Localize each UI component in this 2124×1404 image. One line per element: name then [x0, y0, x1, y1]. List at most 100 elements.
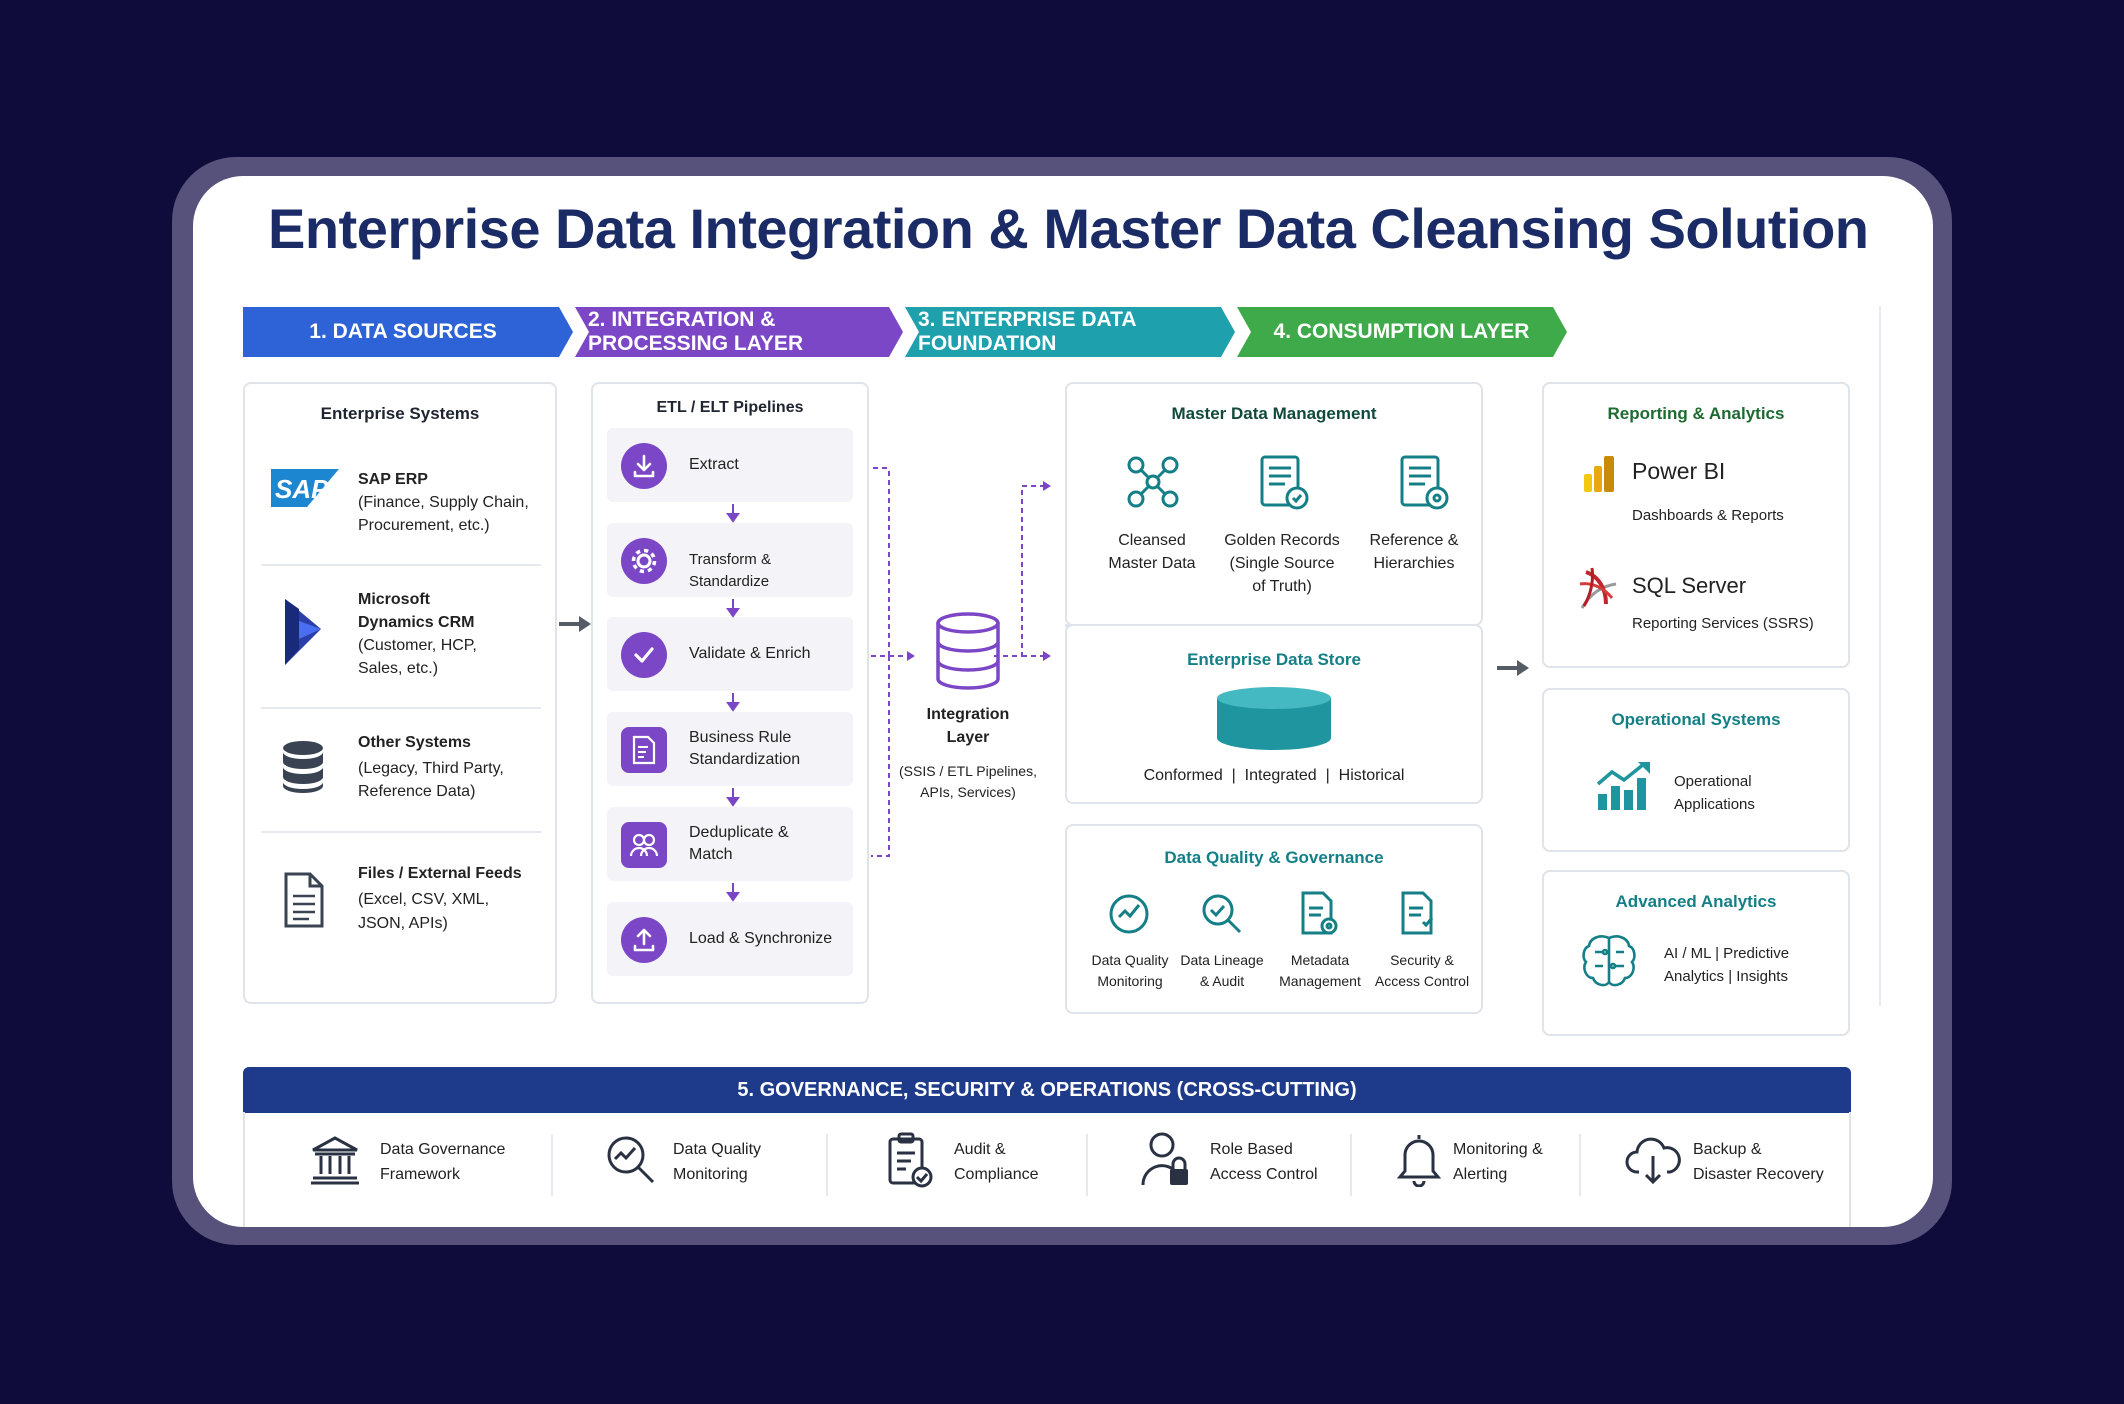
step-label-2: Standardization [689, 751, 801, 768]
master-data-management-panel: Master Data Management Cleansed Master D… [1065, 382, 1483, 626]
clipboard-check-icon [888, 1132, 933, 1188]
dq-heading: Data Quality & Governance [1164, 848, 1384, 867]
step-label-2: Match [689, 846, 733, 863]
step-label-1: Business Rule [689, 729, 792, 746]
step-label: Load & Synchronize [689, 930, 833, 947]
pipeline-step-arrows [726, 504, 740, 902]
advanced-line-1: AI / ML | Predictive [1664, 945, 1790, 962]
hierarchy-document-icon [1400, 455, 1449, 510]
mdm-item-2-line-2: (Single Source [1229, 555, 1335, 572]
dq-item-3-line-2: Management [1279, 973, 1361, 989]
upload-icon [621, 917, 667, 963]
checkmark-icon [621, 632, 667, 678]
mdm-heading: Master Data Management [1171, 404, 1377, 423]
divider [1350, 1134, 1352, 1196]
advanced-line-2: Analytics | Insights [1664, 968, 1788, 985]
banner-consumption: 4. CONSUMPTION LAYER [1273, 320, 1530, 343]
sql-server-icon [1579, 567, 1617, 609]
enterprise-data-store-box: Enterprise Data Store Conformed | Integr… [1065, 624, 1483, 804]
step-label: Validate & Enrich [689, 645, 811, 662]
database-icon [283, 741, 323, 793]
mdm-item-2-line-3: of Truth) [1252, 578, 1312, 595]
search-chart-icon [607, 1136, 655, 1184]
gear-icon [621, 538, 667, 584]
step-load: Load & Synchronize [607, 902, 853, 976]
integration-database-icon [936, 612, 1000, 690]
ai-brain-icon [1582, 935, 1636, 987]
eds-heading: Enterprise Data Store [1187, 650, 1361, 669]
data-store-cylinder-icon [1217, 687, 1331, 750]
layer-banners [243, 307, 1567, 357]
banner-integration-shape [575, 307, 903, 357]
sap-erp-title: SAP ERP [358, 471, 428, 488]
divider [261, 707, 541, 709]
dynamics-desc-1: (Customer, HCP, [358, 637, 477, 654]
operational-line-2: Applications [1674, 796, 1755, 813]
gov-item-1-line-2: Framework [380, 1166, 461, 1183]
integration-layer-title-1: Integration [926, 706, 1010, 723]
gov-item-6-line-2: Disaster Recovery [1693, 1166, 1824, 1183]
etl-pipelines-panel: ETL / ELT Pipelines Extract Transform & … [591, 382, 869, 1004]
banner-integration: 2. INTEGRATION & PROCESSING LAYER [588, 308, 804, 355]
step-deduplicate: Deduplicate & Match [607, 807, 853, 881]
sap-logo-text: SAP [275, 474, 329, 504]
reporting-analytics-panel: Reporting & Analytics Power BI Dashboard… [1542, 382, 1850, 668]
power-bi-desc: Dashboards & Reports [1632, 507, 1784, 524]
gov-item-5-line-1: Monitoring & [1453, 1141, 1543, 1158]
integration-layer-desc-1: (SSIS / ETL Pipelines, [899, 763, 1037, 779]
gov-item-2-line-1: Data Quality [673, 1141, 762, 1158]
other-systems-desc-2: Reference Data) [358, 783, 476, 800]
network-nodes-icon [1127, 456, 1179, 508]
integration-layer-title-2: Layer [946, 729, 990, 746]
microsoft-dynamics-icon [285, 599, 321, 665]
sql-server-desc: Reporting Services (SSRS) [1632, 615, 1814, 632]
page-title: Enterprise Data Integration & Master Dat… [268, 197, 1869, 260]
integration-layer-desc-2: APIs, Services) [920, 784, 1016, 800]
step-label: Transform & Standardize [689, 551, 771, 590]
gov-item-4-line-2: Access Control [1210, 1166, 1318, 1183]
gov-item-5-line-2: Alerting [1453, 1166, 1508, 1183]
secure-document-icon [1401, 891, 1434, 935]
gov-item-4-line-1: Role Based [1210, 1141, 1293, 1158]
power-bi-name: Power BI [1632, 458, 1726, 484]
users-icon [621, 822, 667, 868]
eds-caption: Conformed | Integrated | Historical [1143, 767, 1405, 784]
bell-icon [1396, 1135, 1442, 1187]
dq-item-4-line-1: Security & [1390, 952, 1454, 968]
gov-item-6-line-1: Backup & [1693, 1141, 1762, 1158]
diagram-card: Enterprise Data Integration & Master Dat… [193, 176, 1933, 1227]
step-validate: Validate & Enrich [607, 617, 853, 691]
banner-consumption-shape [1237, 307, 1567, 357]
divider [1086, 1134, 1088, 1196]
arrow-right-icon [559, 616, 591, 632]
user-lock-icon [1141, 1132, 1188, 1186]
metadata-document-icon [1301, 891, 1338, 935]
files-desc-2: JSON, APIs) [358, 915, 448, 932]
sql-server-name: SQL Server [1632, 573, 1747, 598]
magnifier-check-icon [1202, 894, 1242, 934]
mdm-item-1-line-2: Master Data [1108, 555, 1196, 572]
dynamics-title-1: Microsoft [358, 591, 430, 608]
mdm-item-3-line-1: Reference & [1369, 532, 1459, 549]
gov-item-3-line-1: Audit & [954, 1141, 1006, 1158]
divider [826, 1134, 828, 1196]
step-transform: Transform & Standardize [607, 523, 853, 597]
mdm-item-1-line-1: Cleansed [1118, 532, 1186, 549]
download-icon [621, 443, 667, 489]
dynamics-title-2: Dynamics CRM [358, 614, 475, 631]
mdm-item-3-line-2: Hierarchies [1373, 555, 1455, 572]
step-label-1: Deduplicate & [689, 824, 789, 841]
divider [261, 831, 541, 833]
reporting-heading: Reporting & Analytics [1607, 404, 1785, 423]
divider [261, 564, 541, 566]
other-systems-desc-1: (Legacy, Third Party, [358, 760, 504, 777]
advanced-analytics-heading: Advanced Analytics [1615, 892, 1777, 911]
divider [1879, 306, 1881, 1006]
rules-document-icon [621, 727, 667, 773]
sap-erp-desc-1: (Finance, Supply Chain, [358, 494, 529, 511]
gov-item-1-line-1: Data Governance [380, 1141, 506, 1158]
files-title: Files / External Feeds [358, 865, 522, 882]
etl-pipelines-heading: ETL / ELT Pipelines [656, 399, 804, 416]
divider [1579, 1134, 1581, 1196]
enterprise-systems-heading: Enterprise Systems [320, 404, 480, 423]
